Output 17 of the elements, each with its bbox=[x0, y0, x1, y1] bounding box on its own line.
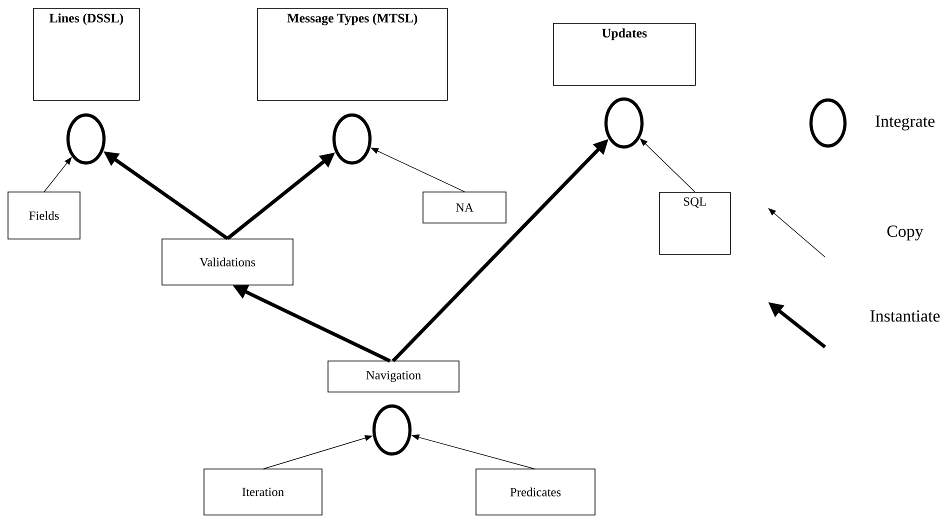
integration-oval bbox=[604, 97, 644, 149]
process-box: NA bbox=[422, 192, 506, 224]
legend-label: Integrate bbox=[876, 116, 935, 130]
legend-label: Copy bbox=[887, 226, 924, 240]
component-box: Updates bbox=[553, 22, 696, 86]
process-box: SQL bbox=[659, 192, 731, 255]
integration-oval bbox=[372, 404, 412, 456]
integration-oval bbox=[332, 113, 372, 165]
process-box: Navigation bbox=[328, 360, 460, 392]
process-box: Iteration bbox=[204, 468, 322, 516]
process-box: Predicates bbox=[476, 468, 596, 516]
process-box: Validations bbox=[162, 238, 294, 286]
integration-oval bbox=[66, 113, 106, 165]
component-box: Lines (DSSL) bbox=[33, 8, 140, 101]
component-box: Message Types (MTSL) bbox=[257, 8, 448, 101]
process-box: Fields bbox=[8, 192, 80, 240]
legend-label: Instantiate bbox=[870, 310, 940, 322]
